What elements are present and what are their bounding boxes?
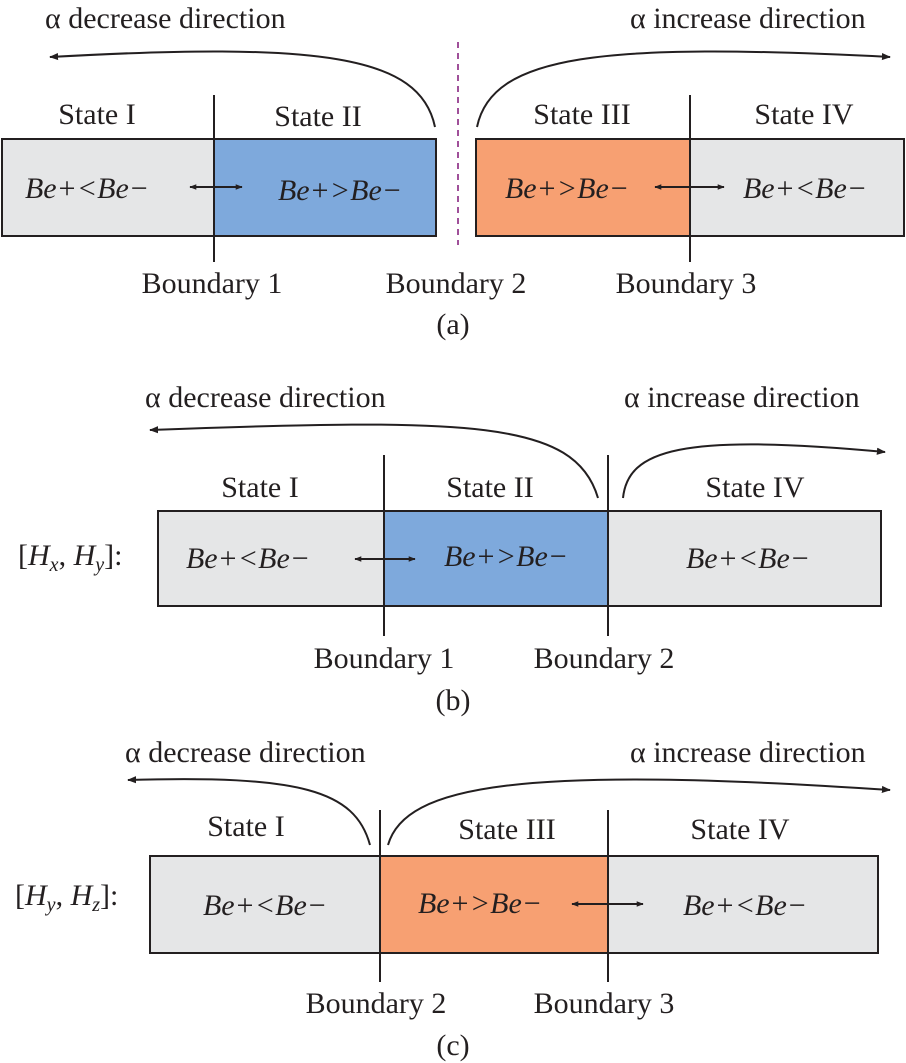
panel-a-caption: (a) xyxy=(436,308,469,341)
panel-a-relation: Be+>Be− xyxy=(505,172,629,205)
panel-c-caption: (c) xyxy=(436,1029,469,1062)
panel-a-state-i-cell xyxy=(1,138,215,237)
panel-b: α decrease direction α increase directio… xyxy=(18,381,886,717)
panel-a-right-direction-label: α increase direction xyxy=(630,2,866,35)
panel-c-state-label: State I xyxy=(207,810,284,843)
panel-a-state-label: State III xyxy=(533,98,630,131)
panel-b-relation: Be+<Be− xyxy=(686,542,810,575)
panel-a-relation: Be+<Be− xyxy=(743,172,867,205)
panel-a-decrease-arrow xyxy=(49,50,436,128)
panel-c-boundary-label: Boundary 3 xyxy=(534,987,675,1020)
panel-b-right-direction-label: α increase direction xyxy=(624,381,860,414)
panel-b-increase-arrow xyxy=(622,443,886,499)
panel-b-state-i-cell xyxy=(157,510,385,607)
panel-b-decrease-arrow xyxy=(149,423,599,499)
panel-b-state-label: State II xyxy=(446,471,533,504)
panel-c-relation: Be+<Be− xyxy=(683,889,807,922)
panel-c: α decrease direction α increase directio… xyxy=(15,736,891,1062)
panel-a-increase-arrow xyxy=(476,50,891,128)
panel-b-boundary-label: Boundary 2 xyxy=(534,642,675,675)
panel-a-boundary-label: Boundary 3 xyxy=(616,267,757,300)
panel-b-relation: Be+>Be− xyxy=(444,540,568,573)
panel-a-state-label: State II xyxy=(274,100,361,133)
panel-b-boundary-label: Boundary 1 xyxy=(314,642,455,675)
panel-c-left-direction-label: α decrease direction xyxy=(125,736,366,769)
panel-c-relation: Be+<Be− xyxy=(203,889,327,922)
panel-b-caption: (b) xyxy=(436,684,471,717)
panel-a-state-iv-cell xyxy=(689,138,905,237)
panel-c-state-label: State IV xyxy=(690,813,789,846)
panel-b-row-label: [Hx, Hy]: xyxy=(18,539,122,576)
panel-b-state-label: State I xyxy=(221,471,298,504)
panel-c-right-direction-label: α increase direction xyxy=(630,736,866,769)
panel-a-relation: Be+>Be− xyxy=(278,174,402,207)
panel-b-state-iv-cell xyxy=(607,510,882,607)
panel-c-state-iii-cell xyxy=(379,855,609,954)
panel-b-state-label: State IV xyxy=(705,471,804,504)
panel-a-relation: Be+<Be− xyxy=(25,172,149,205)
panel-a-boundary-label: Boundary 2 xyxy=(386,267,527,300)
panel-b-relation: Be+<Be− xyxy=(186,542,310,575)
panel-c-state-label: State III xyxy=(458,813,555,846)
panel-c-increase-arrow xyxy=(387,778,891,846)
panel-c-relation: Be+>Be− xyxy=(418,887,542,920)
panel-a-state-label: State IV xyxy=(754,98,853,131)
panel-c-row-label: [Hy, Hz]: xyxy=(15,879,118,916)
panel-c-decrease-arrow xyxy=(127,776,371,846)
panel-a-boundary-label: Boundary 1 xyxy=(142,267,283,300)
panel-a-left-direction-label: α decrease direction xyxy=(45,2,286,35)
panel-c-boundary-label: Boundary 2 xyxy=(306,987,447,1020)
panel-a: α decrease direction α increase directio… xyxy=(1,2,905,341)
panel-a-state-label: State I xyxy=(58,98,135,131)
panel-c-state-i-cell xyxy=(149,855,381,954)
panel-a-state-ii-cell xyxy=(213,138,437,237)
panel-b-left-direction-label: α decrease direction xyxy=(145,381,386,414)
panel-b-state-ii-cell xyxy=(383,510,609,607)
